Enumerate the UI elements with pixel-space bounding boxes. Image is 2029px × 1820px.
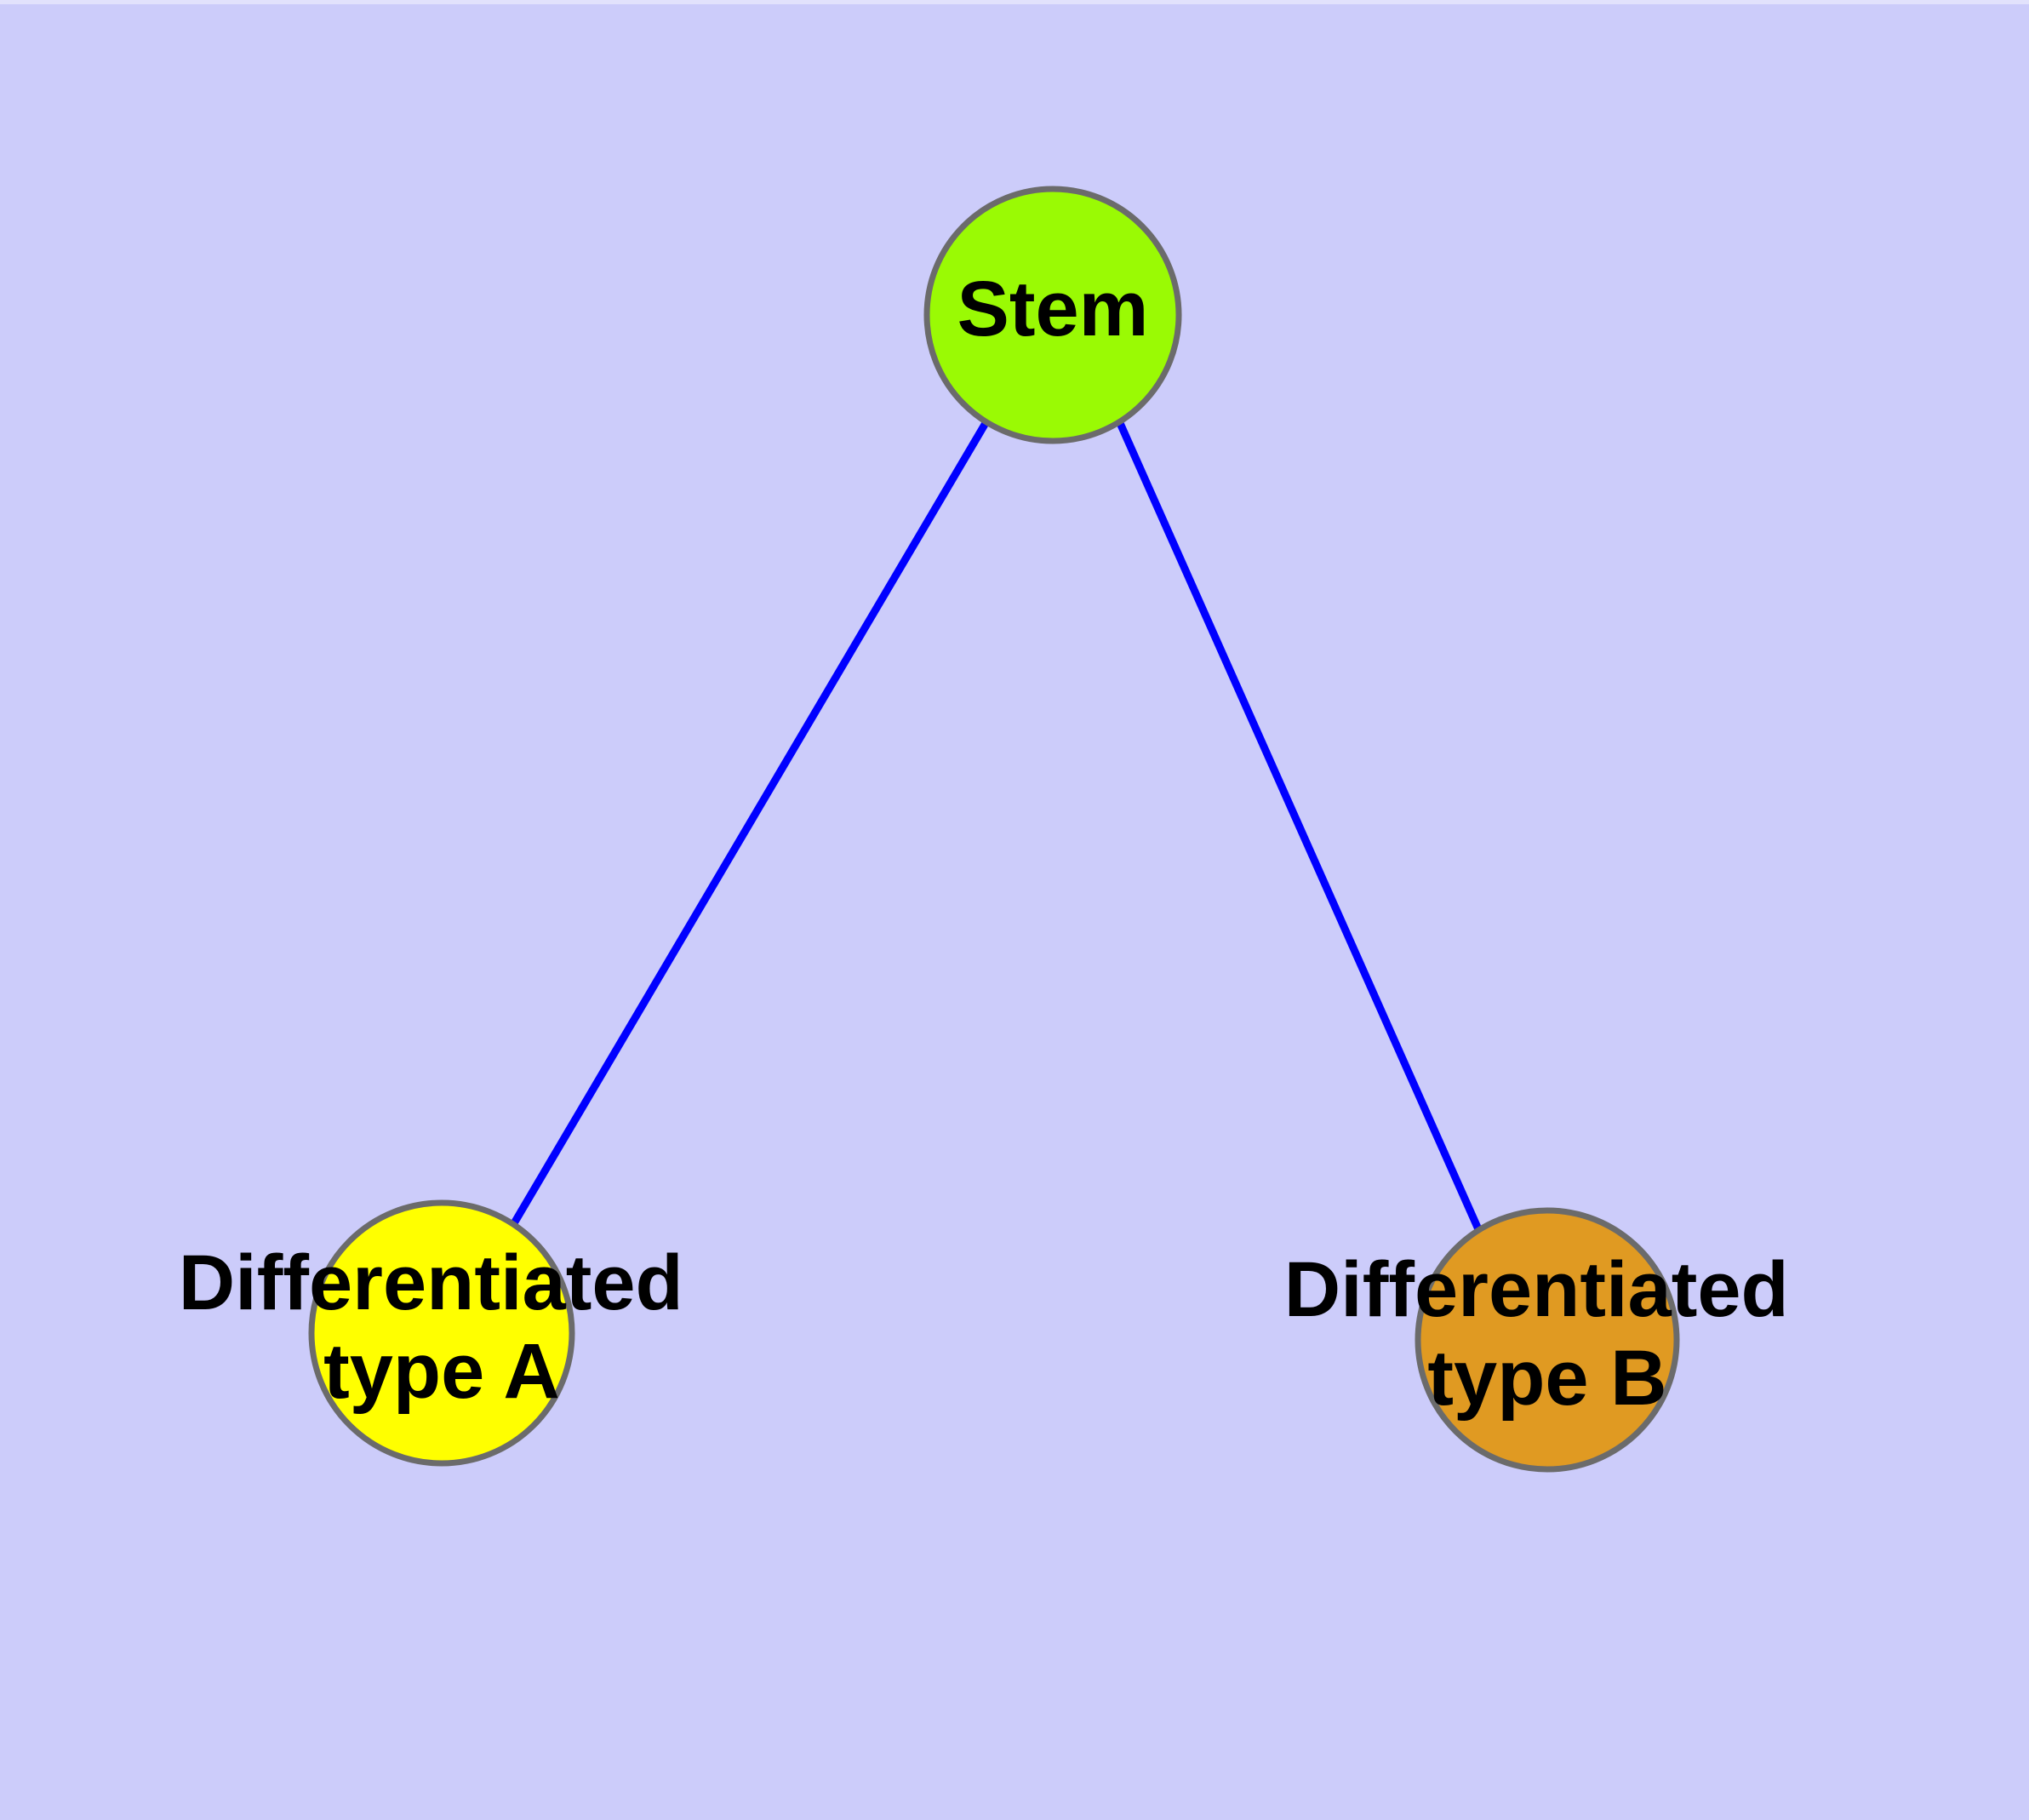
node-differentiated-type-a-label-line-1: Differentiated — [179, 1239, 683, 1326]
canvas-top-edge-strip — [0, 0, 2029, 4]
node-differentiated-type-a[interactable] — [308, 1199, 575, 1467]
edge-stem-to-differentiated-type-a[interactable] — [511, 421, 989, 1226]
edge-stem-to-differentiated-type-b[interactable] — [1116, 421, 1483, 1231]
node-differentiated-type-a-label: Differentiated type A — [179, 1239, 706, 1415]
node-differentiated-type-b-label-line-2: type B — [1427, 1335, 1666, 1422]
node-stem-label: Stem — [957, 266, 1149, 352]
node-stem-label-line-1: Stem — [957, 266, 1149, 352]
node-differentiated-type-b[interactable] — [1415, 1207, 1680, 1473]
node-layer — [308, 186, 1680, 1473]
node-differentiated-type-a-circle[interactable] — [308, 1199, 575, 1467]
node-differentiated-type-b-label-line-1: Differentiated — [1284, 1246, 1789, 1333]
edge-layer — [511, 421, 1483, 1231]
node-stem[interactable] — [923, 186, 1182, 444]
node-differentiated-type-a-label-line-2: type A — [323, 1328, 560, 1415]
node-differentiated-type-b-circle[interactable] — [1415, 1207, 1680, 1473]
node-differentiated-type-b-label: Differentiated type B — [1284, 1246, 1811, 1422]
label-layer: Stem Differentiated type A Differentiate… — [179, 266, 1811, 1422]
node-stem-circle[interactable] — [923, 186, 1182, 444]
